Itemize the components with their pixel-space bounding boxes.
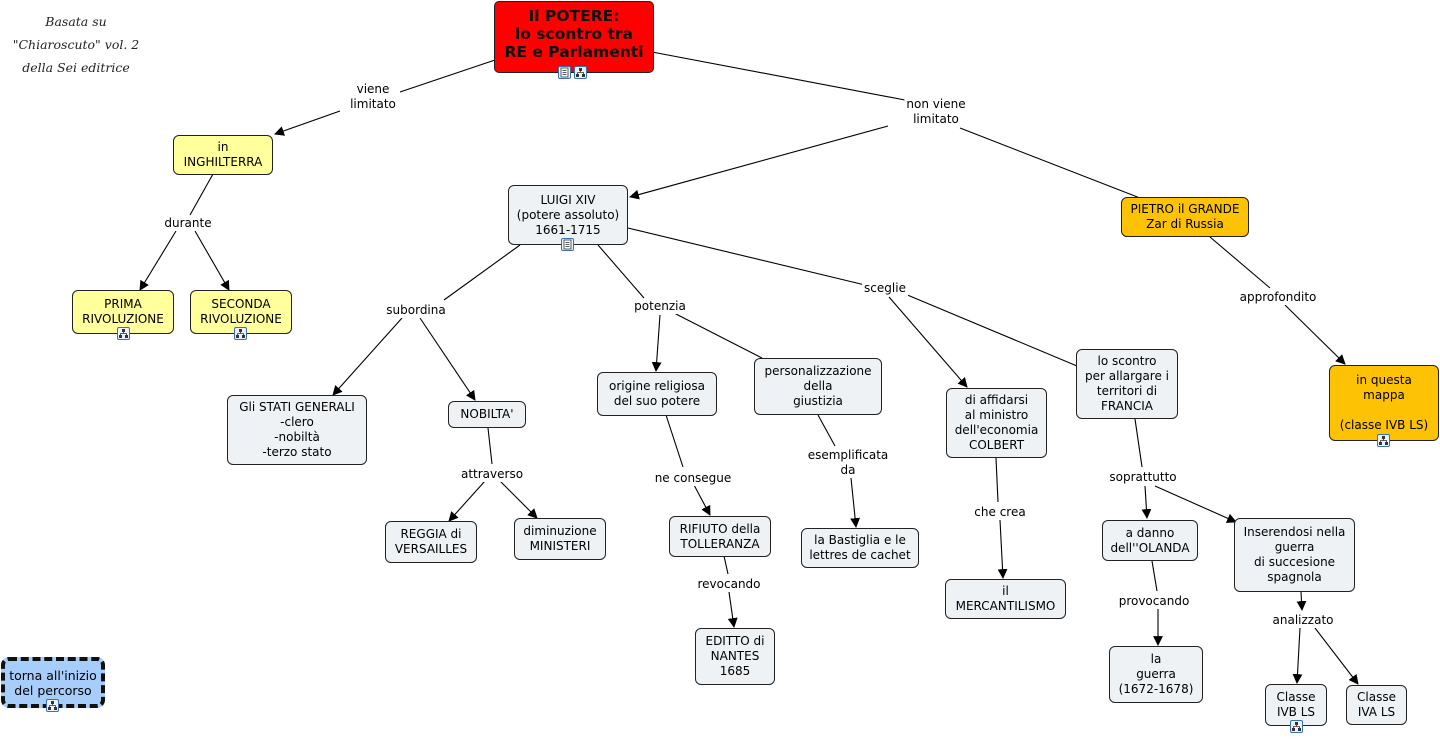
concept-mercantilismo[interactable]: il MERCANTILISMO [945, 579, 1066, 619]
concept-nobilta[interactable]: NOBILTA' [448, 401, 526, 428]
concept-prima-rivoluzione[interactable]: PRIMA RIVOLUZIONE [72, 290, 174, 334]
source-credit: Basata su "Chiaroscuto" vol. 2 della Sei… [12, 14, 140, 75]
concept-in-questa-mappa[interactable]: in questa mappa (classe IVB LS) [1329, 365, 1439, 441]
link-label-ne-consegue: ne consegue [652, 471, 734, 486]
concept-map-link-icon[interactable] [1377, 434, 1390, 447]
link-label-potenzia: potenzia [632, 299, 688, 314]
concept-bastiglia[interactable]: la Bastiglia e le lettres de cachet [801, 528, 919, 568]
link-label-sceglie: sceglie [862, 281, 908, 296]
concept-guerra-successione-spagnola[interactable]: Inserendosi nella guerra di succesione s… [1234, 518, 1355, 592]
concept-map-link-icon[interactable] [117, 327, 130, 340]
root-concept-potere[interactable]: Il POTERE: lo scontro tra RE e Parlament… [494, 1, 654, 73]
link-label-viene-limitato: viene limitato [348, 82, 398, 112]
link-label-soprattutto: soprattutto [1107, 470, 1179, 485]
link-label-analizzato: analizzato [1270, 613, 1336, 628]
concept-reggia-di-versailles[interactable]: REGGIA di VERSAILLES [385, 521, 477, 563]
concept-stati-generali[interactable]: Gli STATI GENERALI -clero -nobiltà -terz… [227, 395, 367, 465]
link-label-provocando: provocando [1116, 594, 1192, 609]
link-label-approfondito: approfondito [1237, 290, 1319, 305]
document-icon[interactable] [558, 66, 571, 79]
concept-inghilterra[interactable]: in INGHILTERRA [173, 135, 273, 175]
link-label-revocando: revocando [695, 577, 763, 592]
concept-scontro-francia[interactable]: lo scontro per allargare i territori di … [1076, 349, 1178, 419]
link-label-attraverso: attraverso [458, 467, 526, 482]
concept-pietro-il-grande[interactable]: PIETRO il GRANDE Zar di Russia [1121, 197, 1249, 237]
concept-map-link-icon[interactable] [574, 66, 587, 79]
concept-map-link-icon[interactable] [234, 327, 247, 340]
link-label-non-viene-limitato: non viene limitato [904, 97, 968, 127]
concept-editto-di-nantes[interactable]: EDITTO di NANTES 1685 [695, 628, 775, 685]
link-label-durante: durante [162, 216, 214, 231]
concept-origine-religiosa[interactable]: origine religiosa del suo potere [597, 372, 717, 416]
concept-guerra-1672-1678[interactable]: la guerra (1672-1678) [1109, 646, 1203, 703]
concept-luigi-xiv[interactable]: LUIGI XIV (potere assoluto) 1661-1715 [508, 185, 628, 245]
concept-personalizzazione-giustizia[interactable]: personalizzazione della giustizia [754, 358, 882, 415]
concept-olanda[interactable]: a danno dell''OLANDA [1102, 520, 1198, 561]
concept-classe-ivb-ls[interactable]: Classe IVB LS [1265, 684, 1327, 726]
concept-map-link-icon[interactable] [46, 699, 59, 712]
link-label-che-crea: che crea [972, 505, 1028, 520]
link-label-esemplificata-da: esemplificata da [805, 448, 891, 478]
concept-classe-iva-ls[interactable]: Classe IVA LS [1346, 685, 1407, 725]
document-icon[interactable] [561, 238, 574, 251]
concept-rifiuto-tolleranza[interactable]: RIFIUTO della TOLLERANZA [669, 516, 771, 557]
concept-diminuzione-ministeri[interactable]: diminuzione MINISTERI [514, 518, 606, 560]
concept-map-link-icon[interactable] [1290, 720, 1303, 733]
link-label-subordina: subordina [384, 303, 448, 318]
concept-affidarsi-colbert[interactable]: di affidarsi al ministro dell'economia C… [946, 388, 1047, 458]
